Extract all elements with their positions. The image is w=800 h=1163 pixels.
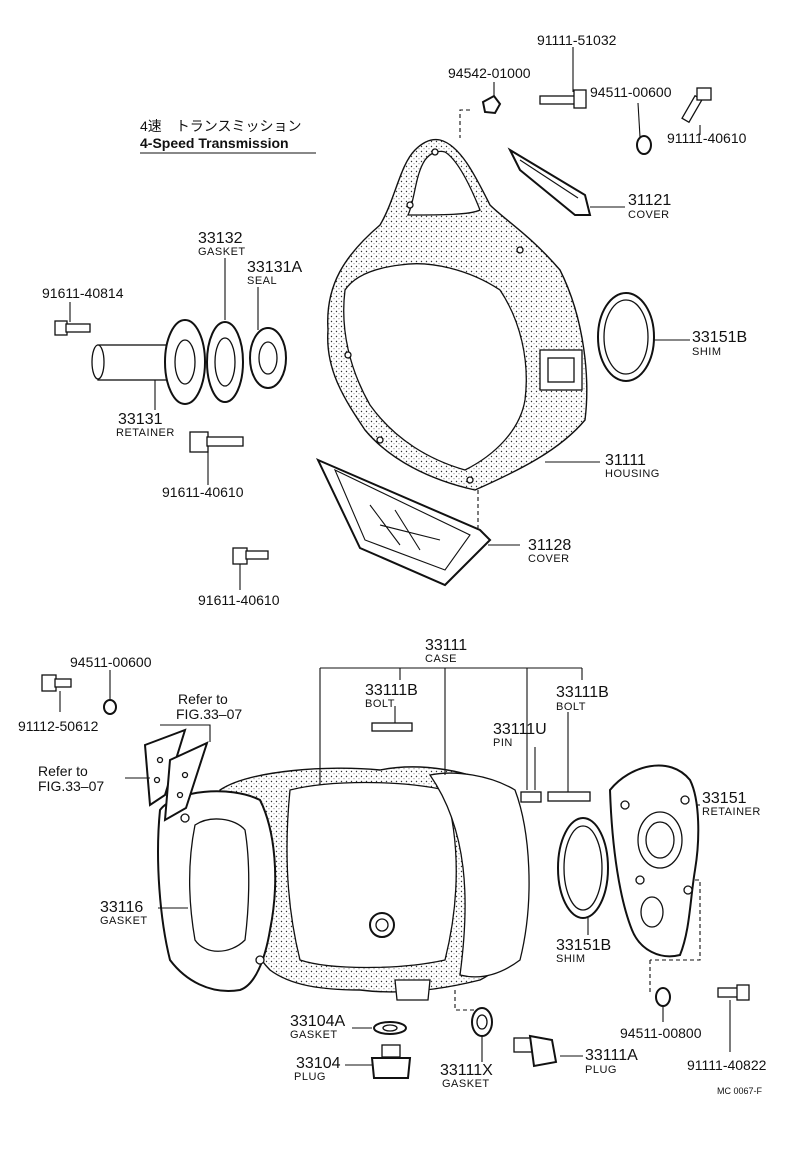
callout-31111-number: 31111 (605, 452, 646, 469)
ref-upper-line1: Refer to (178, 691, 228, 707)
callout-33111B-b-number: 33111B (556, 684, 609, 701)
bolt-91611-40610-b-part (232, 547, 269, 565)
plug-33111A-part (513, 1034, 558, 1068)
bolt-91611-40610-a-part (189, 431, 244, 453)
lower-callouts: 33111 CASE 94511-00600 33111B BOLT 33111… (18, 637, 767, 1096)
case-drain-boss (394, 979, 431, 1001)
callout-33151B-bottom-number: 33151B (556, 937, 611, 954)
washer-94511-00600-top-part (636, 135, 652, 155)
gasket-33132-part (206, 321, 244, 403)
callout-33104-name: PLUG (294, 1071, 326, 1083)
callout-33104A-name: GASKET (290, 1029, 338, 1041)
bolt-33111B-b-part (547, 791, 591, 802)
callout-91111-51032: 91111-51032 (537, 32, 617, 48)
retainer-33151-part (608, 764, 700, 958)
title-japanese: 4速 トランスミッション (140, 118, 302, 134)
washer-94511-00600-left-part (103, 699, 117, 715)
callout-33111X-name: GASKET (442, 1078, 490, 1090)
callout-91112-50612: 91112-50612 (18, 718, 99, 734)
callout-33111B-a-name: BOLT (365, 698, 395, 710)
ref-left-line1: Refer to (38, 763, 88, 779)
bolt-91611-40814-part (54, 320, 91, 336)
callout-33111X-number: 33111X (440, 1062, 493, 1079)
title-english: 4-Speed Transmission (140, 135, 289, 151)
callout-33111U-name: PIN (493, 737, 513, 749)
case-drawing (219, 766, 530, 1001)
callout-33132-name: GASKET (198, 246, 246, 258)
callout-33111A-name: PLUG (585, 1064, 617, 1076)
upper-leader-lines (69, 47, 701, 590)
callout-33111U-number: 33111U (493, 721, 547, 738)
cover-31128-part (315, 458, 492, 587)
bolt-91112-50612-part (41, 674, 72, 692)
ref-left-line2: FIG.33–07 (38, 778, 104, 794)
lower-leader-lines (59, 667, 731, 1066)
callout-33151B-top-number: 33151B (692, 329, 747, 346)
cover-31121-part (507, 147, 592, 216)
callout-33104A-number: 33104A (290, 1013, 345, 1030)
nut-94542-01000-part (481, 94, 502, 115)
callout-33131-name: RETAINER (116, 427, 175, 439)
retainer-33131-part (91, 319, 206, 405)
callout-94542-01000: 94542-01000 (448, 65, 531, 81)
callout-33104-number: 33104 (296, 1055, 341, 1072)
shim-33151B-bottom-part (557, 817, 609, 919)
callout-91611-40610-b: 91611-40610 (198, 592, 280, 608)
callout-94511-00600-left: 94511-00600 (70, 654, 152, 670)
callout-94511-00600-top: 94511-00600 (590, 84, 672, 100)
callout-33116-name: GASKET (100, 915, 148, 927)
callout-91111-40610: 91111-40610 (667, 130, 747, 146)
seal-33131A-part (249, 327, 287, 389)
callout-31128-number: 31128 (528, 537, 571, 554)
callout-94511-00800: 94511-00800 (620, 1025, 702, 1041)
callout-33111B-b-name: BOLT (556, 701, 586, 713)
washer-94511-00800-part (655, 987, 671, 1007)
callout-33131A-number: 33131A (247, 259, 302, 276)
callout-33151-number: 33151 (702, 790, 747, 807)
callout-91611-40610-a: 91611-40610 (162, 484, 244, 500)
callout-33111-name: CASE (425, 653, 457, 665)
callout-91111-40822: 91111-40822 (687, 1057, 767, 1073)
footer-code: MC 0067-F (717, 1086, 763, 1096)
plug-33104-part (370, 1044, 412, 1079)
callout-31121-number: 31121 (628, 192, 671, 209)
callout-33111B-a-number: 33111B (365, 682, 418, 699)
callout-31111-name: HOUSING (605, 468, 660, 480)
shim-33151B-top-part (597, 292, 655, 382)
bolt-91111-40610-part (681, 87, 712, 124)
callout-91611-40814: 91611-40814 (42, 285, 124, 301)
callout-33111-number: 33111 (425, 637, 467, 654)
bolt-91111-51032-part (539, 89, 587, 109)
gasket-33116-part (157, 790, 277, 992)
callout-31128-name: COVER (528, 553, 570, 565)
callout-31121-name: COVER (628, 209, 670, 221)
gasket-33104A-part (373, 1021, 407, 1035)
housing-inner-bell (343, 263, 527, 471)
upper-callouts: 91111-51032 94542-01000 94511-00600 9111… (42, 32, 747, 608)
housing-drawing (327, 138, 588, 491)
callout-33131-number: 33131 (118, 411, 163, 428)
gasket-33111X-part (471, 1007, 493, 1037)
pin-33111U-part (520, 791, 542, 803)
stud-33111B-a-part (371, 722, 413, 732)
callout-33151B-bottom-name: SHIM (556, 953, 586, 965)
callout-33111A-number: 33111A (585, 1047, 638, 1064)
callout-33151-name: RETAINER (702, 806, 761, 818)
housing-window-inner (547, 357, 575, 383)
refer-plates-part (143, 728, 209, 822)
callout-33131A-name: SEAL (247, 275, 277, 287)
ref-upper-line2: FIG.33–07 (176, 706, 242, 722)
callout-33151B-top-name: SHIM (692, 346, 722, 358)
callout-33132-number: 33132 (198, 230, 243, 247)
bolt-91111-40822-part (717, 984, 750, 1001)
callout-33116-number: 33116 (100, 899, 143, 916)
diagram-title: 4速 トランスミッション 4-Speed Transmission (140, 118, 316, 154)
